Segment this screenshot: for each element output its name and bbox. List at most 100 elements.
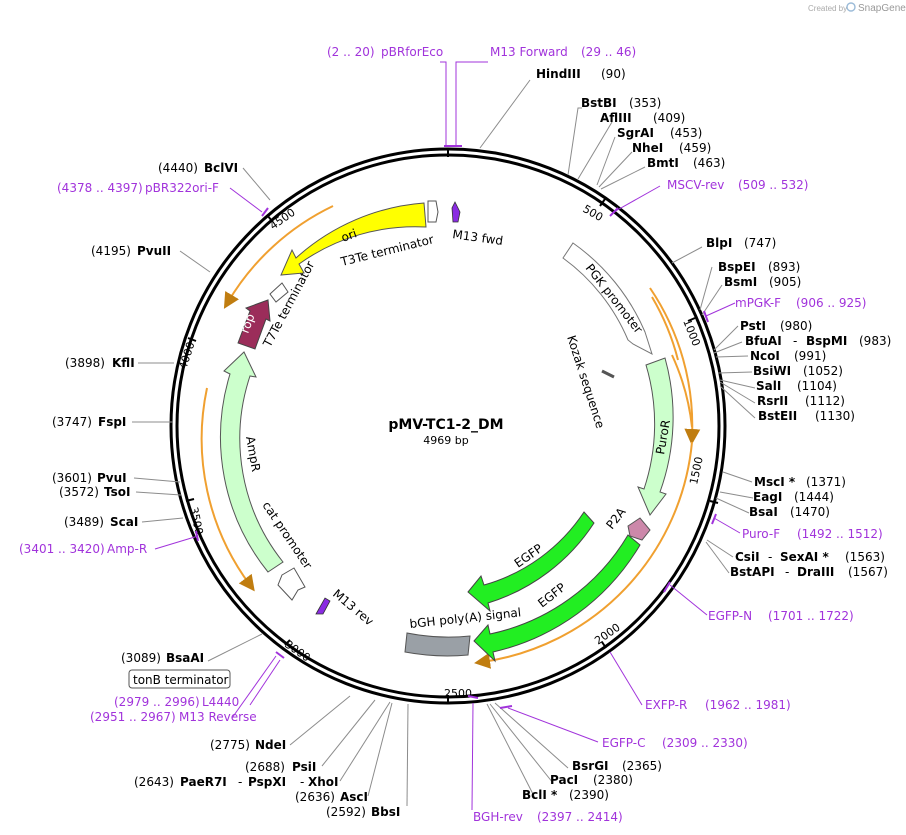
enzyme-name[interactable]: TsoI bbox=[104, 485, 130, 499]
primer-name[interactable]: mPGK-F bbox=[735, 296, 781, 310]
enzyme-name[interactable]: PvuI bbox=[97, 471, 127, 485]
enzyme-pos: (1567) bbox=[848, 565, 888, 579]
enzyme-sep: - bbox=[238, 775, 242, 789]
enzyme-name[interactable]: SgrAI bbox=[617, 126, 654, 140]
enzyme-name[interactable]: BstBI bbox=[581, 96, 617, 110]
enzyme-name[interactable]: FspI bbox=[98, 415, 126, 429]
enzyme-name[interactable]: BmtI bbox=[647, 156, 679, 170]
enzyme-pos: (2636) bbox=[295, 790, 335, 804]
pgk-promoter-label: PGK promoter bbox=[583, 261, 646, 336]
enzyme-name[interactable]: NdeI bbox=[255, 738, 286, 752]
feature-egfp-2[interactable] bbox=[473, 534, 641, 663]
primer-range: (29 .. 46) bbox=[581, 45, 636, 59]
enzyme-pos: (1104) bbox=[797, 379, 837, 393]
primer-name[interactable]: pBRforEco bbox=[381, 45, 443, 59]
enzyme-name[interactable]: BsaAI bbox=[166, 651, 204, 665]
orf-arcs bbox=[200, 205, 701, 669]
enzyme-name[interactable]: PspXI bbox=[248, 775, 286, 789]
enzyme-name[interactable]: HindIII bbox=[536, 67, 581, 81]
puror-label: PuroR bbox=[653, 419, 673, 456]
feature-pgk-promoter[interactable] bbox=[562, 242, 653, 356]
enzyme-name[interactable]: SexAI * bbox=[780, 550, 829, 564]
enzyme-name[interactable]: SalI bbox=[756, 379, 781, 393]
primer-range: (4378 .. 4397) bbox=[57, 181, 143, 195]
tick-marks bbox=[185, 149, 719, 703]
enzyme-name[interactable]: BbsI bbox=[371, 805, 400, 819]
enzyme-name[interactable]: BsiWI bbox=[753, 364, 791, 378]
enzyme-pos: (3489) bbox=[64, 515, 104, 529]
enzyme-name[interactable]: PaeR7I bbox=[180, 775, 227, 789]
feature-puror[interactable] bbox=[637, 357, 674, 516]
feature-t7te[interactable] bbox=[269, 282, 289, 303]
enzyme-name[interactable]: RsrII bbox=[757, 394, 788, 408]
enzyme-pos: (3747) bbox=[52, 415, 92, 429]
enzyme-pos: (453) bbox=[670, 126, 702, 140]
primer-name[interactable]: L4440 bbox=[202, 695, 239, 709]
enzyme-name[interactable]: CsiI bbox=[735, 550, 760, 564]
enzyme-name[interactable]: AflIII bbox=[600, 111, 632, 125]
primer-range: (906 .. 925) bbox=[796, 296, 866, 310]
enzyme-name[interactable]: PvuII bbox=[137, 244, 171, 258]
feature-m13-fwd[interactable] bbox=[451, 201, 461, 223]
enzyme-name[interactable]: EagI bbox=[753, 490, 782, 504]
primer-name[interactable]: pBR322ori-F bbox=[145, 181, 219, 195]
enzyme-name[interactable]: PacI bbox=[550, 773, 578, 787]
feature-rop[interactable] bbox=[237, 299, 271, 350]
enzyme-pos: (1371) bbox=[806, 475, 846, 489]
enzyme-name[interactable]: PsiI bbox=[292, 760, 316, 774]
enzyme-pos: (4440) bbox=[158, 161, 198, 175]
enzyme-name[interactable]: BclVI bbox=[204, 161, 238, 175]
primer-name[interactable]: EGFP-N bbox=[708, 609, 752, 623]
feature-egfp-1[interactable] bbox=[467, 511, 595, 613]
enzyme-name[interactable]: KflI bbox=[112, 356, 135, 370]
primer-leads bbox=[154, 61, 741, 811]
enzyme-name[interactable]: PstI bbox=[740, 319, 766, 333]
feature-p2a[interactable] bbox=[627, 517, 651, 541]
enzyme-name[interactable]: ScaI bbox=[110, 515, 138, 529]
primer-name[interactable]: EGFP-C bbox=[602, 736, 645, 750]
enzyme-sep: - bbox=[785, 565, 789, 579]
enzyme-name[interactable]: BsmI bbox=[724, 275, 757, 289]
enzyme-name[interactable]: AscI bbox=[340, 790, 368, 804]
primer-name[interactable]: BGH-rev bbox=[473, 810, 523, 824]
enzyme-leads bbox=[132, 79, 756, 807]
rop-label: rop bbox=[238, 312, 258, 335]
primer-name[interactable]: M13 Forward bbox=[490, 45, 568, 59]
enzyme-pos: (983) bbox=[859, 334, 891, 348]
enzyme-name[interactable]: MscI * bbox=[754, 475, 796, 489]
enzyme-name[interactable]: BspEI bbox=[718, 260, 756, 274]
enzyme-pos: (905) bbox=[769, 275, 801, 289]
enzyme-name[interactable]: NcoI bbox=[750, 349, 780, 363]
feature-ori[interactable] bbox=[280, 202, 427, 276]
primer-name[interactable]: EXFP-R bbox=[645, 698, 687, 712]
enzyme-name[interactable]: BclI * bbox=[522, 788, 558, 802]
feature-cat-promoter[interactable] bbox=[277, 567, 306, 601]
primer-name[interactable]: Amp-R bbox=[107, 542, 147, 556]
primer-name[interactable]: M13 Reverse bbox=[179, 710, 257, 724]
p2a-label: P2A bbox=[603, 504, 629, 531]
enzyme-pos: (1563) bbox=[845, 550, 885, 564]
feature-bgh[interactable] bbox=[404, 632, 471, 657]
tick-label: 2500 bbox=[444, 687, 472, 700]
enzyme-name[interactable]: BstEII bbox=[758, 409, 797, 423]
plasmid-size: 4969 bp bbox=[423, 434, 468, 447]
primer-name[interactable]: MSCV-rev bbox=[667, 178, 724, 192]
enzyme-pos: (1470) bbox=[790, 505, 830, 519]
enzyme-name[interactable]: BspMI bbox=[806, 334, 847, 348]
feature-ampr[interactable] bbox=[220, 351, 284, 573]
enzyme-name[interactable]: BlpI bbox=[706, 236, 732, 250]
primer-range: (2 .. 20) bbox=[327, 45, 375, 59]
primer-name[interactable]: Puro-F bbox=[742, 527, 780, 541]
feature-kozak[interactable] bbox=[601, 369, 615, 379]
primer-range: (3401 .. 3420) bbox=[19, 542, 105, 556]
enzyme-name[interactable]: BfuAI bbox=[745, 334, 782, 348]
enzyme-name[interactable]: XhoI bbox=[308, 775, 339, 789]
enzyme-name[interactable]: NheI bbox=[632, 141, 663, 155]
enzyme-name[interactable]: BsrGI bbox=[572, 759, 609, 773]
enzyme-name[interactable]: BsaI bbox=[749, 505, 778, 519]
feature-t3te[interactable] bbox=[427, 200, 439, 223]
feature-m13-rev[interactable] bbox=[315, 597, 331, 615]
enzyme-name[interactable]: DraIII bbox=[797, 565, 834, 579]
enzyme-name[interactable]: BstAPI bbox=[730, 565, 775, 579]
